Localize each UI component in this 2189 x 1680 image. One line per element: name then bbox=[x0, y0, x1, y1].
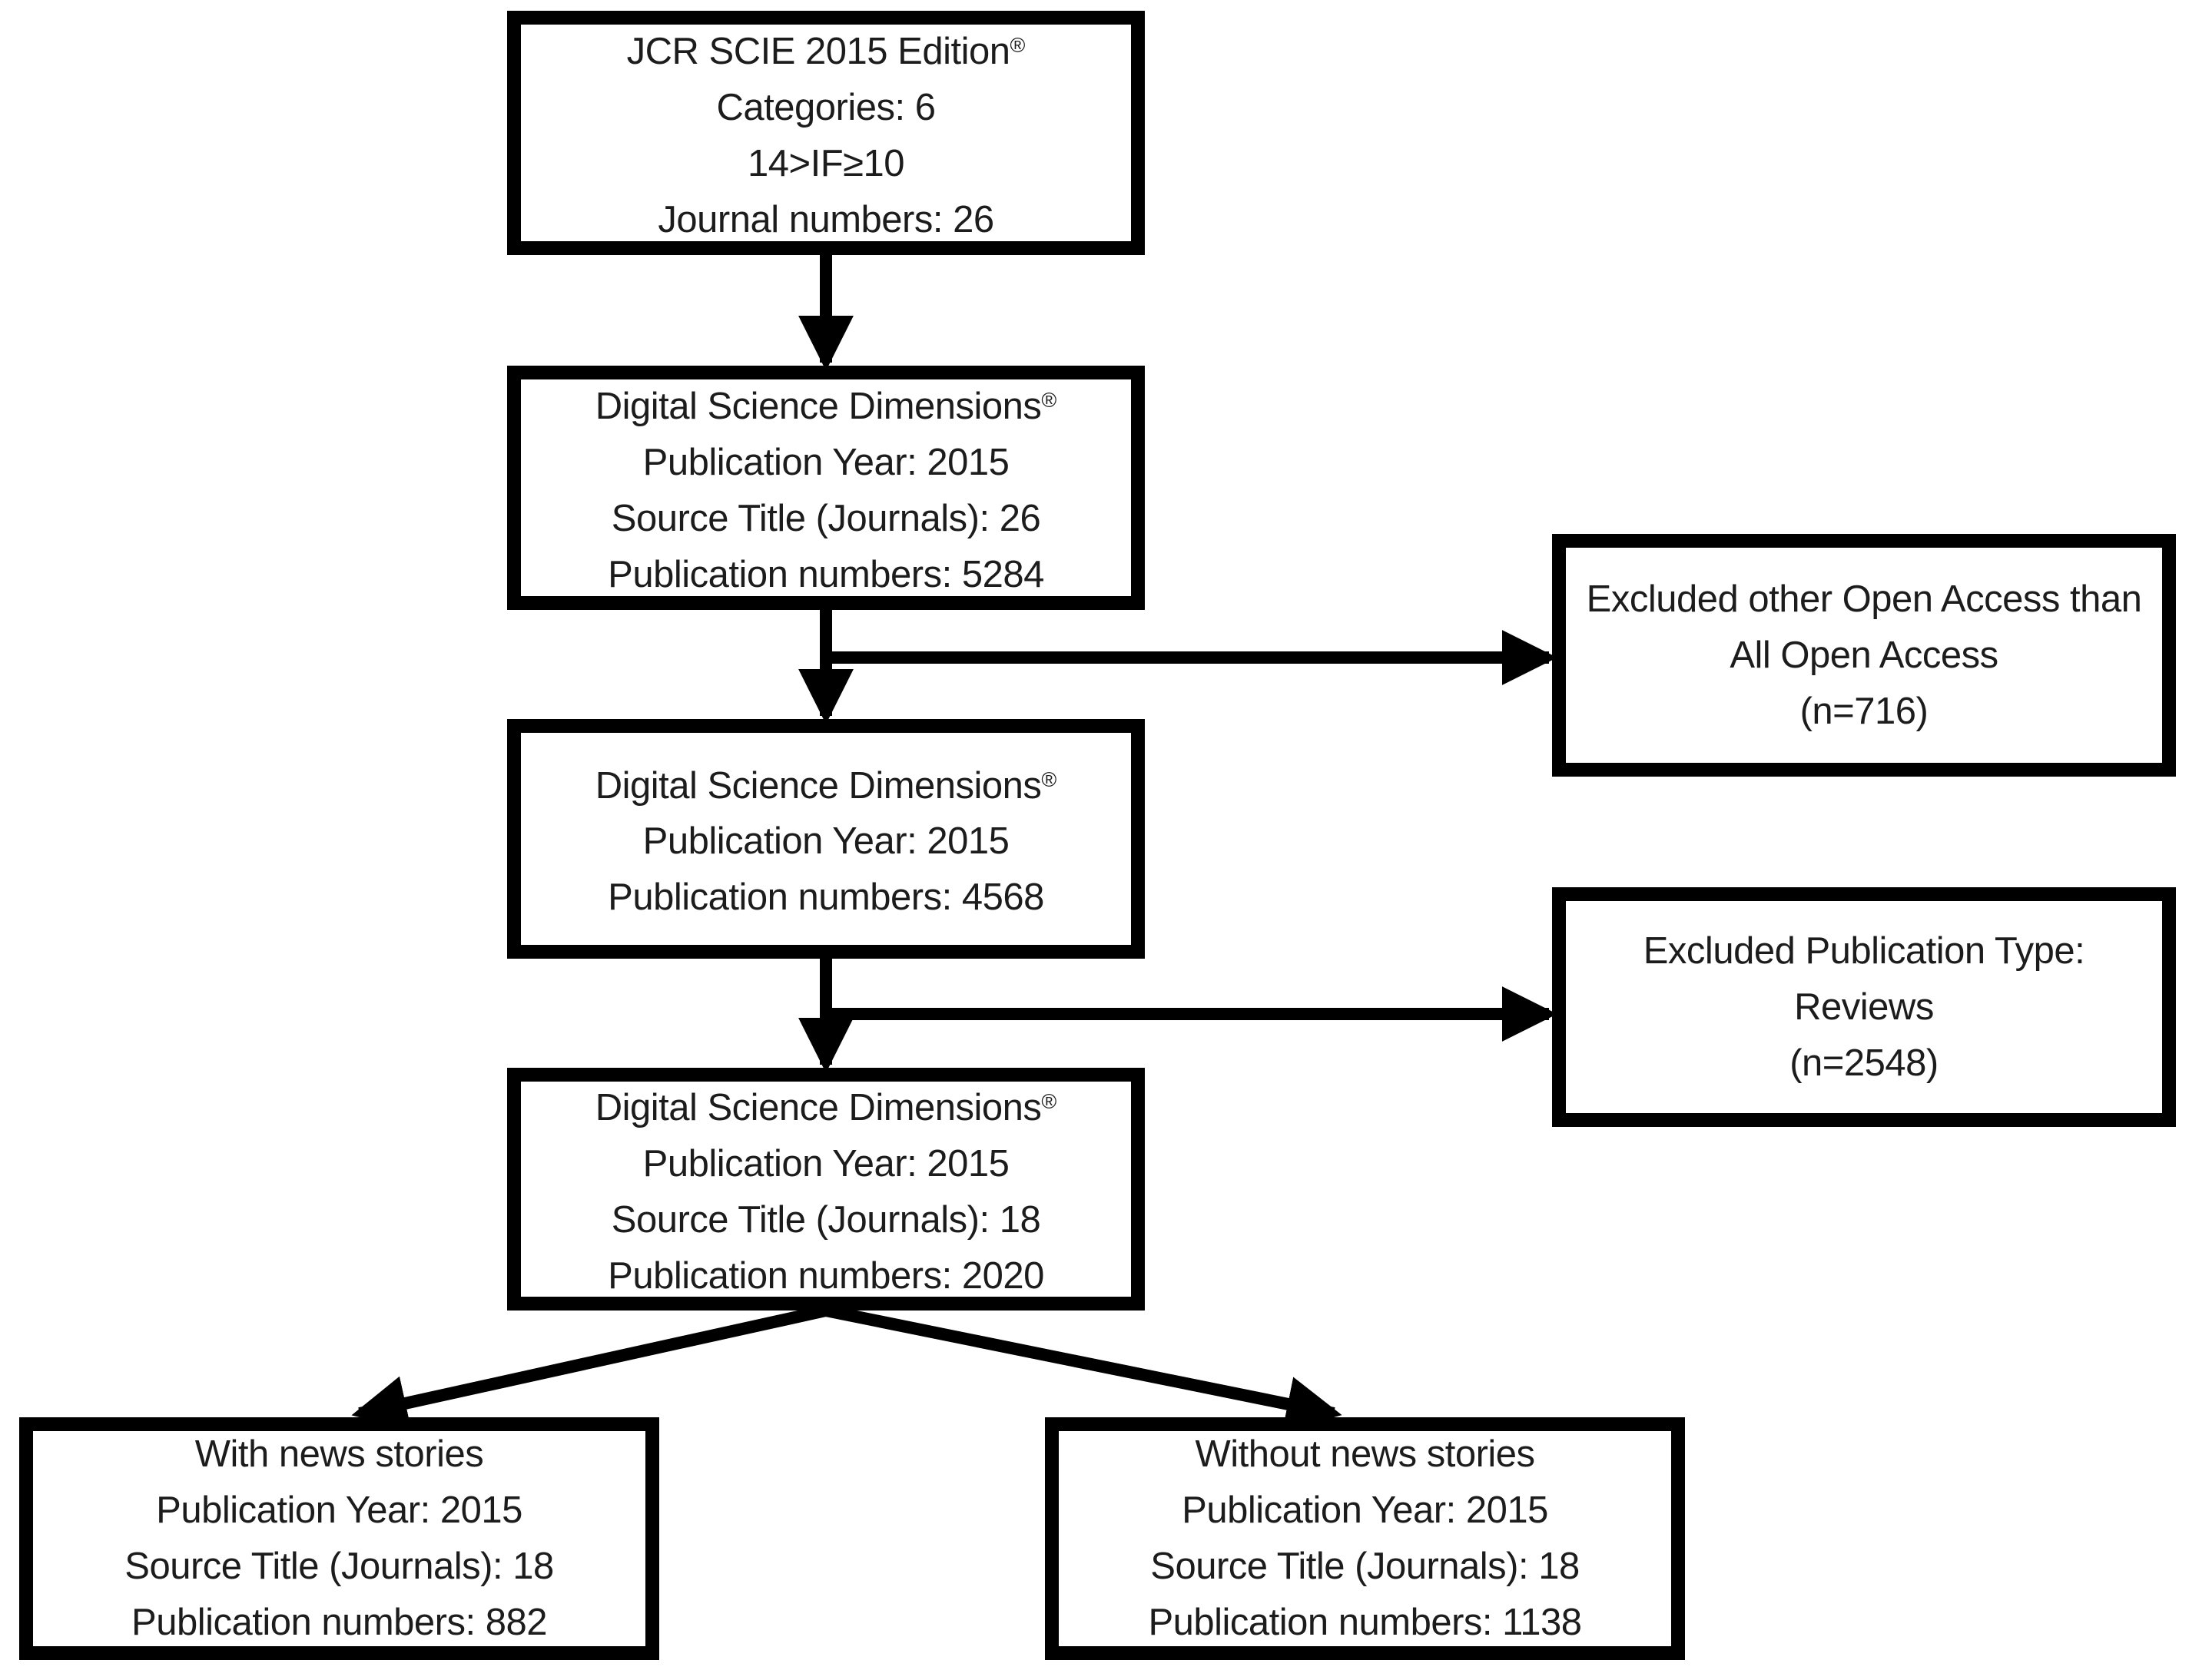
box-title: Excluded Publication Type: bbox=[1566, 923, 2162, 979]
box-title-text: Excluded other Open Access than bbox=[1586, 578, 2142, 620]
box-title: With news stories bbox=[33, 1427, 645, 1483]
registered-trademark-icon: ® bbox=[1041, 1090, 1057, 1114]
box-line: (n=2548) bbox=[1789, 1042, 1939, 1084]
box-line: Publication numbers: 5284 bbox=[608, 553, 1044, 595]
box-line: Reviews bbox=[1794, 986, 1934, 1028]
box-title-text: Digital Science Dimensions bbox=[595, 385, 1042, 427]
box-title: Digital Science Dimensions® bbox=[521, 373, 1131, 435]
box-line: Publication Year: 2015 bbox=[642, 820, 1010, 863]
box-line: All Open Access bbox=[1730, 634, 1998, 676]
box-line: Publication Year: 2015 bbox=[642, 441, 1010, 483]
box-line: Publication Year: 2015 bbox=[642, 1142, 1010, 1185]
box-title: Excluded other Open Access than bbox=[1566, 572, 2162, 628]
flow-box-jcr-scie: JCR SCIE 2015 Edition® Categories: 6 14>… bbox=[507, 11, 1145, 255]
box-title: Digital Science Dimensions® bbox=[521, 1074, 1131, 1136]
box-title-text: With news stories bbox=[194, 1433, 484, 1475]
flow-box-dimensions-final: Digital Science Dimensions® Publication … bbox=[507, 1068, 1145, 1311]
box-title-text: JCR SCIE 2015 Edition bbox=[626, 30, 1010, 72]
box-line: Publication numbers: 2020 bbox=[608, 1254, 1044, 1297]
box-line: Publication Year: 2015 bbox=[1182, 1489, 1548, 1531]
flow-box-excluded-reviews: Excluded Publication Type: Reviews (n=25… bbox=[1552, 887, 2176, 1127]
box-line: Journal numbers: 26 bbox=[658, 198, 994, 240]
box-line: Publication Year: 2015 bbox=[156, 1489, 522, 1531]
flow-box-dimensions-initial: Digital Science Dimensions® Publication … bbox=[507, 366, 1145, 610]
registered-trademark-icon: ® bbox=[1010, 34, 1026, 58]
box-line: Source Title (Journals): 26 bbox=[611, 497, 1041, 539]
arrow-dim3-to-with-news bbox=[351, 1304, 828, 1430]
box-line: Publication numbers: 882 bbox=[131, 1602, 547, 1643]
box-line: Publication numbers: 4568 bbox=[608, 876, 1044, 919]
box-line: Publication numbers: 1138 bbox=[1148, 1602, 1582, 1643]
arrow-dim3-to-without-news bbox=[824, 1304, 1342, 1432]
box-title-text: Digital Science Dimensions bbox=[595, 1086, 1042, 1128]
box-title-text: Excluded Publication Type: bbox=[1643, 929, 2085, 972]
box-line: Categories: 6 bbox=[716, 86, 936, 128]
box-line: 14>IF≥10 bbox=[747, 142, 905, 184]
box-title-text: Digital Science Dimensions bbox=[595, 764, 1042, 807]
box-title: JCR SCIE 2015 Edition® bbox=[521, 18, 1131, 80]
box-title-text: Without news stories bbox=[1195, 1433, 1535, 1475]
box-title: Without news stories bbox=[1059, 1427, 1671, 1483]
flow-box-excluded-open-access: Excluded other Open Access than All Open… bbox=[1552, 534, 2176, 777]
flow-box-dimensions-after-oa-filter: Digital Science Dimensions® Publication … bbox=[507, 719, 1145, 959]
registered-trademark-icon: ® bbox=[1041, 767, 1057, 791]
flow-box-without-news-stories: Without news stories Publication Year: 2… bbox=[1045, 1417, 1685, 1660]
box-line: (n=716) bbox=[1799, 690, 1929, 732]
box-title: Digital Science Dimensions® bbox=[521, 752, 1131, 814]
box-line: Source Title (Journals): 18 bbox=[611, 1198, 1041, 1241]
flow-box-with-news-stories: With news stories Publication Year: 2015… bbox=[19, 1417, 659, 1660]
box-line: Source Title (Journals): 18 bbox=[124, 1546, 554, 1587]
box-line: Source Title (Journals): 18 bbox=[1150, 1546, 1580, 1587]
registered-trademark-icon: ® bbox=[1041, 389, 1057, 413]
